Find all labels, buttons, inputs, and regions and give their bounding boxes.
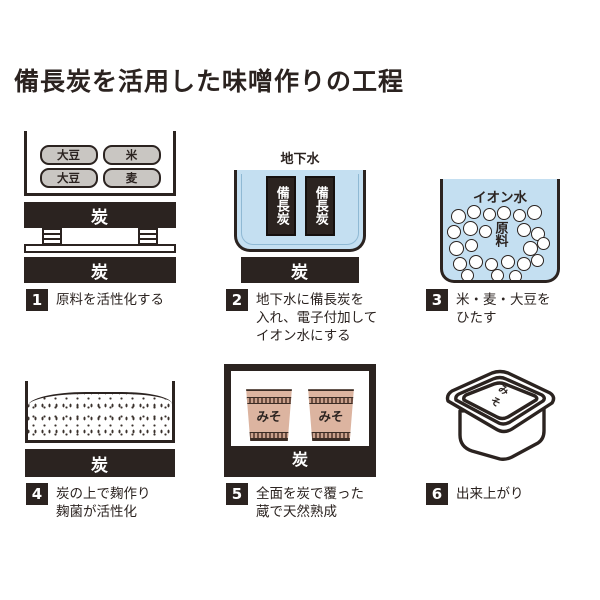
- bubble-icon: [461, 269, 474, 280]
- bubble-icon: [451, 209, 466, 224]
- bubble-icon: [479, 225, 492, 238]
- charcoal-bar-upper: 炭: [24, 202, 176, 228]
- bubble-icon: [449, 241, 464, 256]
- steps-grid: 大豆 米 大豆 麦 炭: [0, 128, 600, 521]
- miso-container-icon: み そ: [445, 370, 556, 462]
- step-5-caption: 5 全面を炭で覆った 蔵で天然熟成: [208, 483, 392, 521]
- raw-material-tray: 大豆 米 大豆 麦: [24, 131, 176, 196]
- step-4-number: 4: [26, 483, 48, 506]
- bubble-icon: [483, 208, 496, 221]
- step-2-illustration: 地下水 備長炭 備長炭 炭: [208, 128, 392, 283]
- step-2-caption: 2 地下水に備長炭を 入れ、電子付加して イオン水にする: [208, 289, 392, 345]
- spring-right-icon: [138, 228, 158, 244]
- step-5-number: 5: [226, 483, 248, 506]
- bag-soybean-1: 大豆: [39, 145, 98, 165]
- raw-material-label: 原料: [492, 221, 508, 247]
- base-plate: [24, 244, 176, 253]
- bubble-icon: [497, 206, 511, 220]
- steps-row-bottom: 炭 4 炭の上で麹作り 麹菌が活性化: [0, 364, 600, 521]
- charcoal-bar: 炭: [25, 449, 175, 478]
- charcoal-bar: 炭: [231, 446, 369, 471]
- bubble-icon: [501, 255, 515, 269]
- barrel-hoop-top: [308, 397, 354, 405]
- step-1-text: 原料を活性化する: [56, 292, 164, 308]
- step-4-caption: 4 炭の上で麹作り 麹菌が活性化: [8, 483, 192, 521]
- barrel-hoop-bottom: [246, 432, 292, 440]
- steps-row-top: 大豆 米 大豆 麦 炭: [0, 128, 600, 345]
- step-1-illustration: 大豆 米 大豆 麦 炭: [8, 128, 192, 283]
- barrel-hoop-top: [246, 397, 292, 405]
- bubble-icon: [469, 255, 483, 269]
- step-3: イオン水 原料: [400, 128, 600, 345]
- barrel-hoop-bottom: [308, 432, 354, 440]
- koji-mass: [28, 392, 172, 441]
- bubble-icon: [517, 223, 531, 237]
- step-5-illustration: みそ みそ 炭: [208, 364, 392, 478]
- step-3-caption: 3 米・麦・大豆を ひたす: [408, 289, 592, 327]
- step-3-number: 3: [426, 289, 448, 311]
- bubble-icon: [527, 205, 542, 220]
- bubble-icon: [447, 225, 461, 239]
- bag-row-top: 大豆 米: [39, 145, 161, 165]
- step-6-caption: 6 出来上がり: [408, 483, 592, 506]
- binchotan-stick-left: 備長炭: [265, 175, 296, 236]
- ionized-water-vessel: イオン水 原料: [440, 179, 560, 283]
- page-title: 備長炭を活用した味噌作りの工程: [14, 67, 405, 96]
- bubble-icon: [523, 241, 538, 256]
- bubble-icon: [463, 221, 478, 236]
- step-2: 地下水 備長炭 備長炭 炭 2 地下水に備長炭を 入れ、電子付加して イオン水に…: [200, 128, 400, 345]
- step-5: みそ みそ 炭 5: [200, 364, 400, 521]
- step-6-number: 6: [426, 483, 448, 506]
- step-3-illustration: イオン水 原料: [408, 128, 592, 283]
- bag-rice: 米: [102, 145, 161, 165]
- charcoal-bar: 炭: [241, 257, 359, 283]
- spring-left-icon: [42, 228, 62, 244]
- bubble-icon: [509, 270, 522, 280]
- bubble-icon: [517, 257, 531, 271]
- lid-label-char-1: み: [496, 383, 510, 398]
- step-2-text: 地下水に備長炭を 入れ、電子付加して イオン水にする: [256, 292, 378, 345]
- step-1: 大豆 米 大豆 麦 炭: [0, 128, 200, 345]
- miso-barrel-right-label: みそ: [318, 408, 344, 424]
- step-3-text: 米・麦・大豆を ひたす: [456, 292, 551, 327]
- bubble-icon: [513, 209, 526, 222]
- bubble-icon: [465, 239, 478, 252]
- ionized-water-label: イオン水: [473, 190, 527, 206]
- storehouse-interior: みそ みそ: [231, 371, 369, 447]
- step-5-text: 全面を炭で覆った 蔵で天然熟成: [256, 486, 364, 521]
- miso-barrel-left-label: みそ: [256, 408, 282, 424]
- step-4-illustration: 炭: [8, 367, 192, 478]
- bubble-icon: [491, 269, 504, 280]
- step-6: み そ みそ 6 出来上がり: [400, 367, 600, 521]
- bubble-icon: [537, 237, 550, 250]
- miso-barrel-left: みそ: [246, 389, 292, 442]
- groundwater-label: 地下水: [280, 152, 320, 167]
- step-6-illustration: み そ みそ: [408, 367, 592, 477]
- step-2-number: 2: [226, 289, 248, 311]
- step-4: 炭 4 炭の上で麹作り 麹菌が活性化: [0, 367, 200, 521]
- bubble-icon: [453, 257, 467, 271]
- bubble-icon: [467, 205, 481, 219]
- miso-barrel-right: みそ: [308, 389, 354, 442]
- bag-soybean-2: 大豆: [39, 168, 98, 188]
- bag-barley: 麦: [102, 168, 161, 188]
- step-4-text: 炭の上で麹作り 麹菌が活性化: [56, 486, 151, 521]
- spring-group: [24, 228, 176, 244]
- lid-label-char-2: そ: [488, 395, 502, 410]
- bubble-icon: [531, 254, 544, 267]
- groundwater-vessel: 備長炭 備長炭: [234, 170, 366, 252]
- step-1-number: 1: [26, 289, 48, 311]
- charcoal-bar-lower: 炭: [24, 257, 176, 283]
- bag-row-bottom: 大豆 麦: [39, 168, 161, 188]
- step-1-caption: 1 原料を活性化する: [8, 289, 192, 311]
- step-6-text: 出来上がり: [456, 486, 524, 503]
- charcoal-storehouse: みそ みそ 炭: [224, 364, 376, 478]
- binchotan-stick-right: 備長炭: [304, 175, 335, 236]
- koji-tray: [25, 381, 175, 444]
- miso-lid-label: みそ: [562, 367, 563, 368]
